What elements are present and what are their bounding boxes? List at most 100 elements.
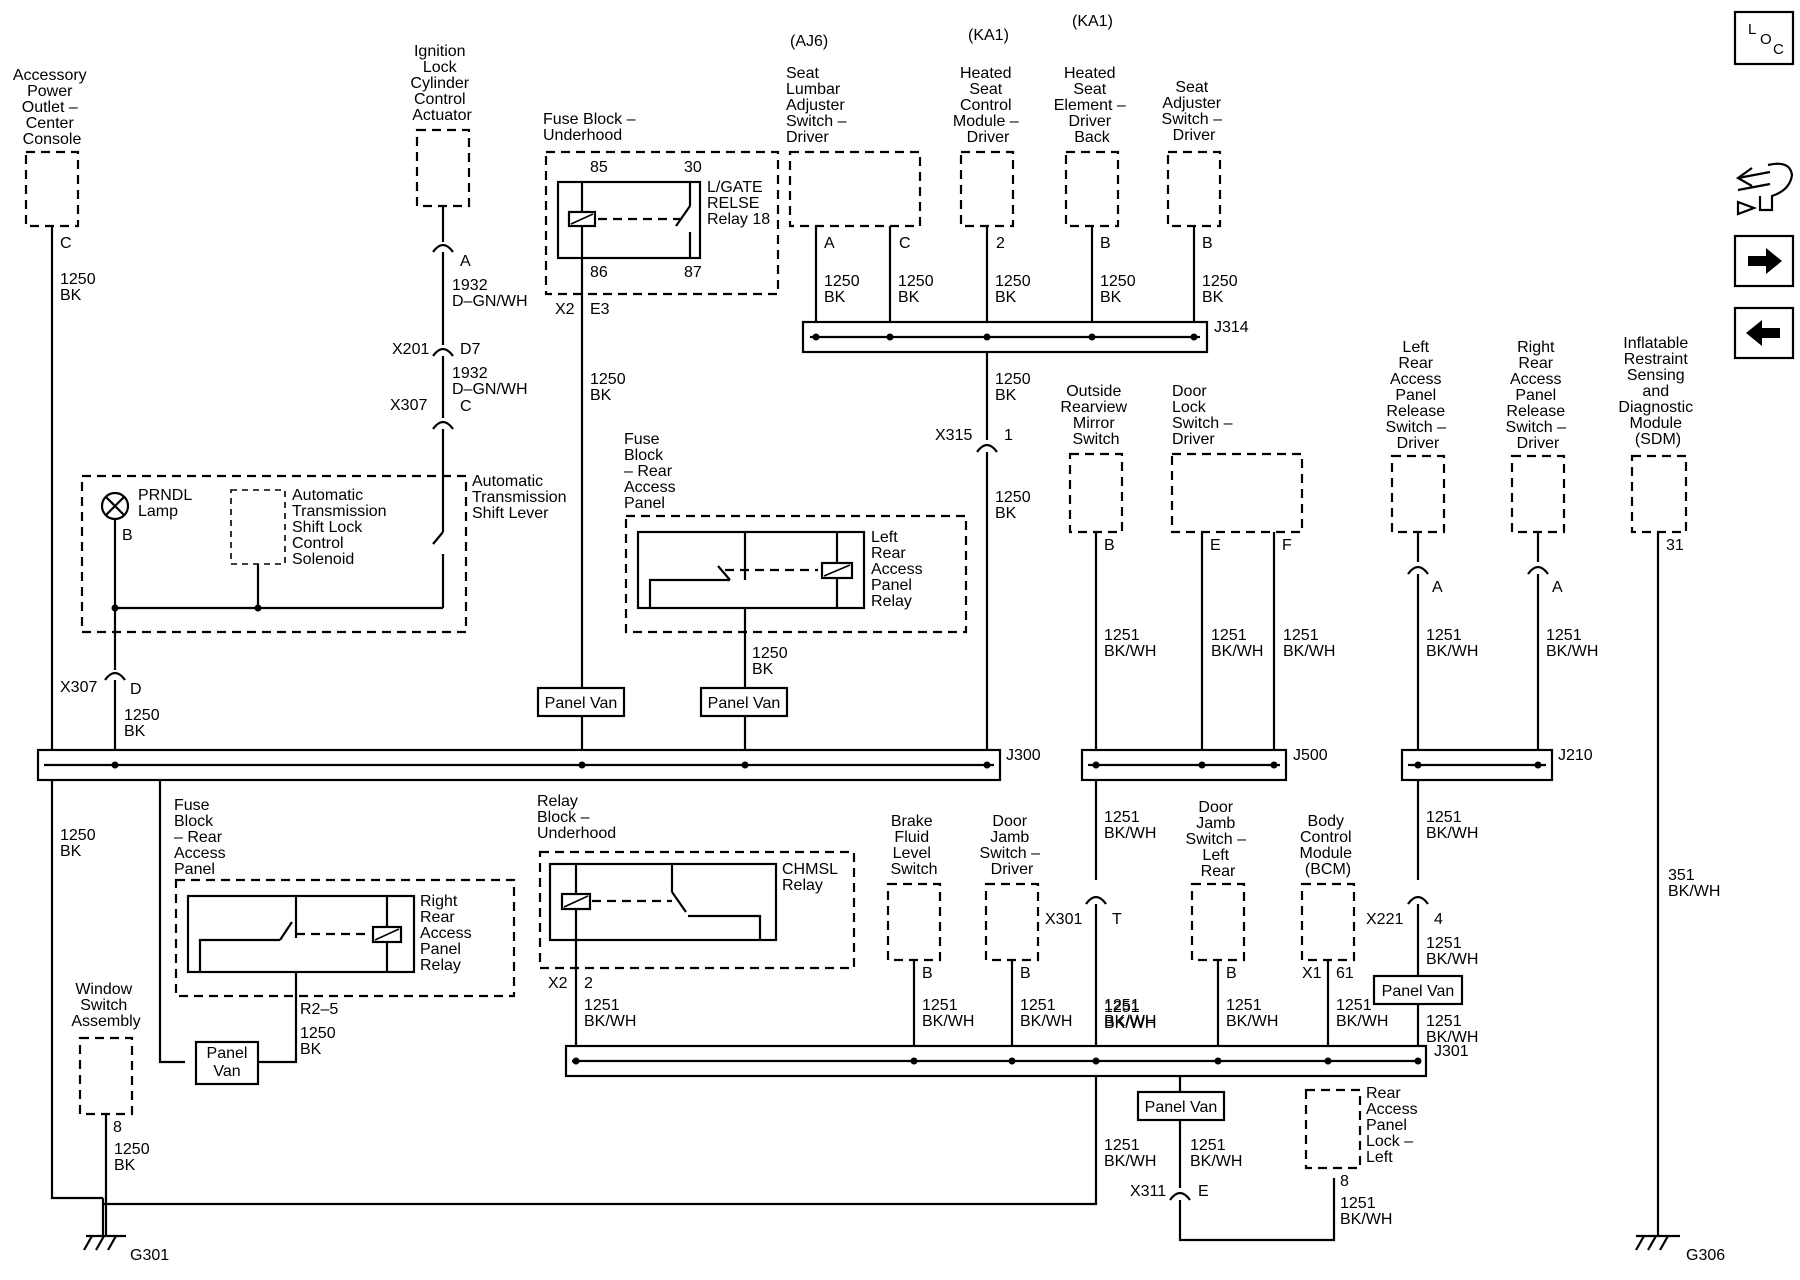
svg-text:X315: X315 [935, 427, 972, 444]
svg-text:1250: 1250 [1202, 273, 1238, 290]
svg-text:1251: 1251 [1546, 627, 1582, 644]
svg-text:BK/WH: BK/WH [1190, 1153, 1242, 1170]
svg-text:Left Rear Access P: Left Rear Access Panel Relay [871, 529, 927, 610]
svg-text:BK/WH: BK/WH [584, 1013, 636, 1030]
svg-text:BK: BK [995, 387, 1017, 404]
svg-text:1251: 1251 [1104, 997, 1140, 1014]
svg-text:1251: 1251 [1020, 997, 1056, 1014]
svg-text:A: A [460, 253, 471, 270]
svg-text:BK/WH: BK/WH [1426, 825, 1478, 842]
loc-letter-o: O [1760, 31, 1772, 48]
svg-text:Heated Seat Contro: Heated Seat Control Module – Driver [953, 65, 1023, 146]
svg-text:1251: 1251 [1211, 627, 1247, 644]
accessory-power-outlet: Accessory Power Outlet – Center Console … [13, 67, 87, 252]
svg-text:B: B [922, 965, 933, 982]
prndl-lamp: PRNDL Lamp B [100, 487, 196, 544]
svg-text:1250: 1250 [898, 273, 934, 290]
svg-text:BK: BK [60, 287, 82, 304]
svg-text:BK: BK [995, 289, 1017, 306]
next-page-arrow-icon[interactable] [1733, 234, 1795, 288]
svg-text:X301: X301 [1045, 911, 1082, 928]
previous-page-arrow-icon[interactable] [1733, 306, 1795, 360]
svg-text:87: 87 [684, 264, 702, 281]
svg-text:X1: X1 [1302, 965, 1322, 982]
svg-text:Panel Van: Panel Van [708, 695, 781, 712]
svg-text:351: 351 [1668, 867, 1695, 884]
loc-icon[interactable]: L O C [1733, 10, 1795, 66]
svg-text:BK/WH: BK/WH [1020, 1013, 1072, 1030]
connector-x301 [1085, 895, 1107, 905]
svg-text:31: 31 [1666, 537, 1684, 554]
svg-text:Right Rear Access: Right Rear Access Panel Release Switch –… [1506, 339, 1571, 452]
svg-text:1250: 1250 [995, 371, 1031, 388]
option-ka1-b: (KA1) [1072, 13, 1113, 30]
svg-text:BK: BK [995, 505, 1017, 522]
svg-text:Rear Access Panel: Rear Access Panel Lock – Left [1366, 1085, 1422, 1166]
svg-text:X2: X2 [555, 301, 575, 318]
svg-text:2: 2 [996, 235, 1005, 252]
connector-x201 [432, 347, 454, 357]
svg-text:BK/WH: BK/WH [1211, 643, 1263, 660]
svg-text:B: B [1100, 235, 1111, 252]
relay-block-underhood [538, 850, 856, 970]
connector-pin-a-right-release [1527, 565, 1549, 575]
svg-text:1251: 1251 [1104, 1137, 1140, 1154]
panel-van-tag-1: Panel Van [536, 686, 626, 718]
fuse-block-underhood-label: Fuse Block – Underhood [543, 111, 640, 144]
svg-text:4: 4 [1434, 911, 1443, 928]
svg-text:BK: BK [60, 843, 82, 860]
svg-text:BK/WH: BK/WH [1546, 643, 1598, 660]
svg-text:1250: 1250 [824, 273, 860, 290]
svg-text:B: B [1226, 965, 1237, 982]
svg-text:C: C [60, 235, 72, 252]
svg-text:BK/WH: BK/WH [1104, 643, 1156, 660]
ground-g306: G306 [1635, 1234, 1725, 1264]
svg-text:1250: 1250 [995, 489, 1031, 506]
svg-text:J500: J500 [1293, 747, 1328, 764]
svg-text:1250: 1250 [124, 707, 160, 724]
svg-text:D–GN/WH: D–GN/WH [452, 293, 528, 310]
svg-text:86: 86 [590, 264, 608, 281]
svg-text:BK: BK [590, 387, 612, 404]
svg-text:BK/WH: BK/WH [1336, 1013, 1388, 1030]
panel-van-tag-4: Panel Van [194, 1040, 260, 1086]
splice-j210: J210 [1400, 747, 1593, 782]
loc-letter-l: L [1748, 21, 1756, 38]
connector-pin-a-left-release [1407, 565, 1429, 575]
connector-x307-d [104, 671, 126, 681]
heated-seat-element: Heated Seat Element – Driver Back B [1054, 65, 1131, 252]
seat-adjuster-switch: Seat Adjuster Switch – Driver B [1162, 79, 1223, 252]
relay-block-underhood-label: Relay Block – Underhood [537, 793, 616, 842]
panel-van-tag-3: Panel Van [1372, 974, 1464, 1006]
svg-text:BK: BK [124, 723, 146, 740]
window-switch-assembly: Window Switch Assembly 8 [71, 981, 140, 1136]
svg-text:CHMSL Relay: CHMSL Relay [782, 861, 842, 894]
splice-j300: J300 [36, 747, 1041, 782]
svg-text:J301: J301 [1434, 1043, 1469, 1060]
fuse-block-underhood [544, 150, 780, 296]
svg-text:1932: 1932 [452, 365, 488, 382]
svg-text:E3: E3 [590, 301, 610, 318]
svg-text:BK/WH: BK/WH [1104, 1015, 1156, 1032]
svg-text:Heated Seat Elemen: Heated Seat Element – Driver Back [1054, 65, 1131, 146]
shift-lever-switch [432, 531, 444, 545]
svg-text:1251: 1251 [1340, 1195, 1376, 1212]
svg-text:PRNDL Lamp: PRNDL Lamp [138, 487, 196, 520]
svg-text:BK/WH: BK/WH [1226, 1013, 1278, 1030]
svg-text:X2: X2 [548, 975, 568, 992]
wire-accessory-ground [50, 226, 103, 1200]
svg-text:Panel Van: Panel Van [1145, 1099, 1218, 1116]
door-lock-switch-driver: Door Lock Switch – Driver E F [1170, 383, 1304, 554]
fuse-block-rear-label-2: Fuse Block – Rear Access Panel [174, 797, 230, 878]
svg-text:BK/WH: BK/WH [1426, 1029, 1478, 1046]
ground-g301: G301 [83, 1234, 169, 1264]
connector-x221 [1407, 895, 1429, 905]
relay-switch [675, 182, 692, 258]
connector-end-view-icon[interactable] [1735, 162, 1794, 216]
svg-text:J210: J210 [1558, 747, 1593, 764]
option-aj6: (AJ6) [790, 33, 828, 50]
connector-pin-a-ignition [432, 243, 454, 253]
svg-text:1251: 1251 [1226, 997, 1262, 1014]
svg-text:BK: BK [1202, 289, 1224, 306]
svg-text:1932: 1932 [452, 277, 488, 294]
